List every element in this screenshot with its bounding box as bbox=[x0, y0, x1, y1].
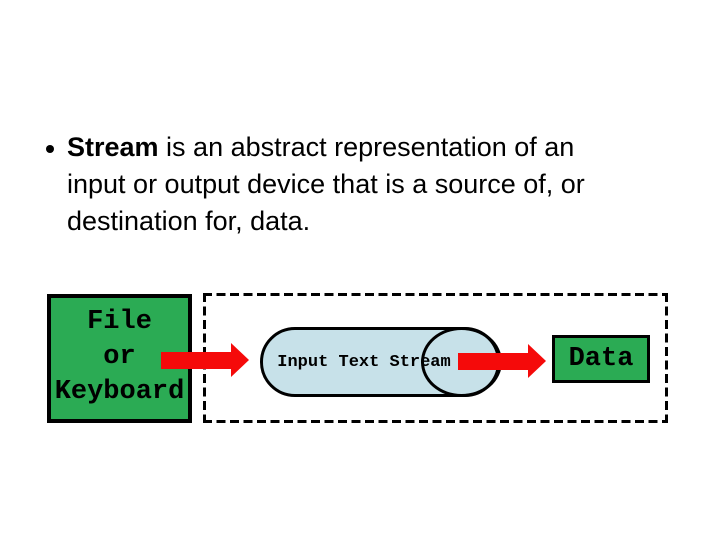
bullet-line-1-rest: is an abstract representation of an bbox=[158, 132, 575, 162]
dashed-edge-top bbox=[203, 293, 668, 296]
bullet-line-1: Stream is an abstract representation of … bbox=[67, 129, 692, 166]
file-box-line-3: Keyboard bbox=[54, 377, 185, 407]
output-arrow-shaft bbox=[458, 353, 528, 370]
data-box-label: Data bbox=[568, 344, 634, 374]
stream-pipe-label: Input Text Stream bbox=[277, 352, 451, 372]
term-stream: Stream bbox=[67, 132, 159, 162]
output-arrow-head-icon bbox=[528, 344, 546, 378]
data-box: Data bbox=[552, 335, 650, 383]
bullet-line-2: input or output device that is a source … bbox=[67, 169, 585, 199]
dashed-edge-bottom bbox=[203, 420, 668, 423]
dashed-edge-right bbox=[665, 293, 668, 423]
input-arrow-shaft bbox=[161, 352, 231, 369]
bullet-line-3: destination for, data. bbox=[67, 206, 311, 236]
bullet-marker bbox=[46, 145, 54, 153]
bullet-text: Stream is an abstract representation of … bbox=[67, 129, 692, 240]
file-box-line-2: or bbox=[103, 342, 136, 372]
file-box-line-1: File bbox=[87, 307, 152, 337]
input-arrow-head-icon bbox=[231, 343, 249, 377]
